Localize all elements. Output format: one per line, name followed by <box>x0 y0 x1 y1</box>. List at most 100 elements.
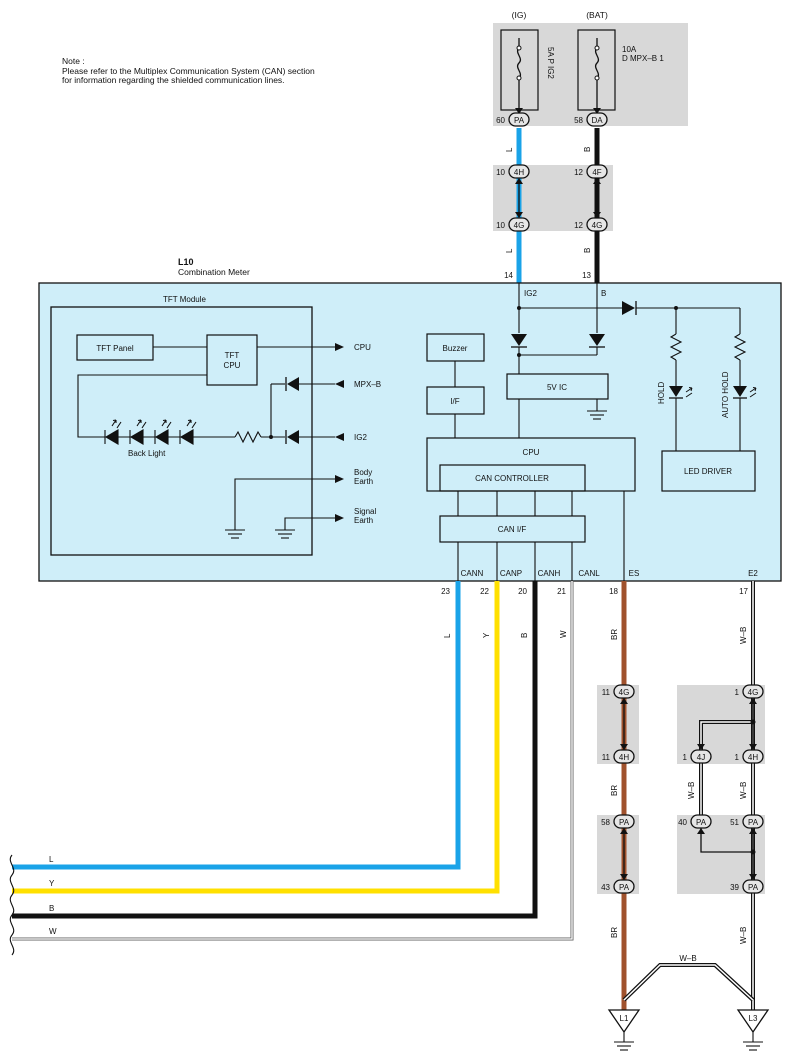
svg-text:CANN: CANN <box>461 569 484 578</box>
ig-wire-color-1: L <box>505 147 514 152</box>
out-ig2: IG2 <box>354 433 367 442</box>
svg-text:L: L <box>49 855 54 864</box>
svg-text:12: 12 <box>574 168 583 177</box>
svg-text:E2: E2 <box>748 569 758 578</box>
svg-text:CAN CONTROLLER: CAN CONTROLLER <box>475 474 549 483</box>
hold-led <box>669 386 683 397</box>
auto-hold-resistor <box>733 333 747 361</box>
svg-text:12: 12 <box>574 221 583 230</box>
led-driver <box>661 450 756 492</box>
connector-4h-1: 4H 1 <box>735 749 764 764</box>
e2-wire <box>622 581 755 1010</box>
out-signal-2: Earth <box>354 516 373 525</box>
svg-text:Y: Y <box>482 632 491 638</box>
connector-4h-11: 4H 11 <box>602 749 635 764</box>
svg-text:L3: L3 <box>749 1014 758 1023</box>
signal-earth-ground <box>275 529 295 539</box>
tft-module <box>50 306 313 556</box>
hold-label: HOLD <box>657 382 666 404</box>
auto-hold-label: AUTO HOLD <box>721 371 730 418</box>
svg-text:CAN I/F: CAN I/F <box>498 525 527 534</box>
bat-wire-color-1: B <box>583 147 592 152</box>
svg-text:43: 43 <box>601 883 610 892</box>
ig2-diode <box>287 430 299 444</box>
svg-text:4G: 4G <box>514 221 525 230</box>
svg-text:4G: 4G <box>748 688 759 697</box>
svg-text:58: 58 <box>601 818 610 827</box>
out-mpxb: MPX–B <box>354 380 381 389</box>
connector-pa-43: PA 43 <box>601 879 635 894</box>
bat-wire-color-2: B <box>583 248 592 253</box>
led-supply-diode <box>622 301 635 315</box>
out-cpu: CPU <box>354 343 371 352</box>
bat-fuse-label: D MPX–B 1 <box>622 54 664 63</box>
svg-text:20: 20 <box>518 587 527 596</box>
connector-pa-60: PA 60 <box>496 112 530 127</box>
connector-4g-1: 4G 1 <box>735 684 764 699</box>
out-body-2: Earth <box>354 477 373 486</box>
svg-text:W–B: W–B <box>739 782 748 799</box>
out-body-1: Body <box>354 468 372 477</box>
meter-id: L10 <box>178 257 194 267</box>
svg-text:22: 22 <box>480 587 489 596</box>
svg-text:PA: PA <box>619 883 630 892</box>
combination-meter <box>38 282 782 582</box>
svg-text:BR: BR <box>610 927 619 938</box>
svg-text:W–B: W–B <box>687 782 696 799</box>
svg-text:4H: 4H <box>619 753 629 762</box>
pin-ig2: 14 <box>504 271 513 280</box>
ig-fuse-label: 5A P IG2 <box>546 47 555 79</box>
e2-wire-labels: W–B W–B W–B W–B W–B <box>679 627 748 963</box>
svg-text:40: 40 <box>678 818 687 827</box>
connector-da-58: DA 58 <box>574 112 608 127</box>
svg-text:W–B: W–B <box>739 627 748 644</box>
svg-text:L1: L1 <box>620 1014 629 1023</box>
bat-fuse-area <box>570 23 688 126</box>
note-line-2: for information regarding the shielded c… <box>62 75 285 85</box>
5v-ic <box>506 373 609 400</box>
svg-text:W: W <box>559 630 568 638</box>
svg-text:ES: ES <box>629 569 640 578</box>
svg-text:W–B: W–B <box>679 954 696 963</box>
svg-text:4F: 4F <box>592 168 601 177</box>
wire-y-yellow <box>12 581 500 894</box>
svg-text:51: 51 <box>730 818 739 827</box>
wire-b-black <box>12 581 538 919</box>
ic-ground <box>587 410 607 420</box>
svg-text:CANL: CANL <box>578 569 600 578</box>
backlight-resistor <box>234 430 262 444</box>
ig2-power-diode <box>511 334 527 346</box>
svg-text:W: W <box>49 927 57 936</box>
ground-l3: L3 <box>736 1009 770 1051</box>
meter-pins: 23 22 20 21 18 17 <box>441 587 748 596</box>
connector-pa-39: PA 39 <box>730 879 764 894</box>
svg-text:58: 58 <box>574 116 583 125</box>
svg-text:39: 39 <box>730 883 739 892</box>
svg-text:1: 1 <box>735 753 740 762</box>
svg-text:CPU: CPU <box>523 448 540 457</box>
svg-text:PA: PA <box>619 818 630 827</box>
can-interface <box>439 515 586 543</box>
svg-text:4J: 4J <box>697 753 705 762</box>
svg-text:60: 60 <box>496 116 505 125</box>
meter-name: Combination Meter <box>178 267 250 277</box>
svg-text:PA: PA <box>748 883 759 892</box>
bat-fuse-amps: 10A <box>622 45 637 54</box>
backlight-leds <box>104 419 235 445</box>
svg-text:4H: 4H <box>514 168 524 177</box>
svg-text:B: B <box>49 904 54 913</box>
connector-4j-1: 4J 1 <box>683 749 712 764</box>
svg-text:1: 1 <box>735 688 740 697</box>
back-light-label: Back Light <box>128 449 166 458</box>
svg-text:PA: PA <box>748 818 759 827</box>
term-ig2: IG2 <box>524 289 537 298</box>
note: Note : Please refer to the Multiplex Com… <box>62 56 315 86</box>
pin-b: 13 <box>582 271 591 280</box>
svg-text:CPU: CPU <box>224 361 241 370</box>
connector-pa-51: PA 51 <box>730 814 764 829</box>
out-signal-1: Signal <box>354 507 376 516</box>
svg-text:L: L <box>443 633 452 638</box>
svg-text:5V IC: 5V IC <box>547 383 567 392</box>
svg-text:11: 11 <box>602 753 611 762</box>
